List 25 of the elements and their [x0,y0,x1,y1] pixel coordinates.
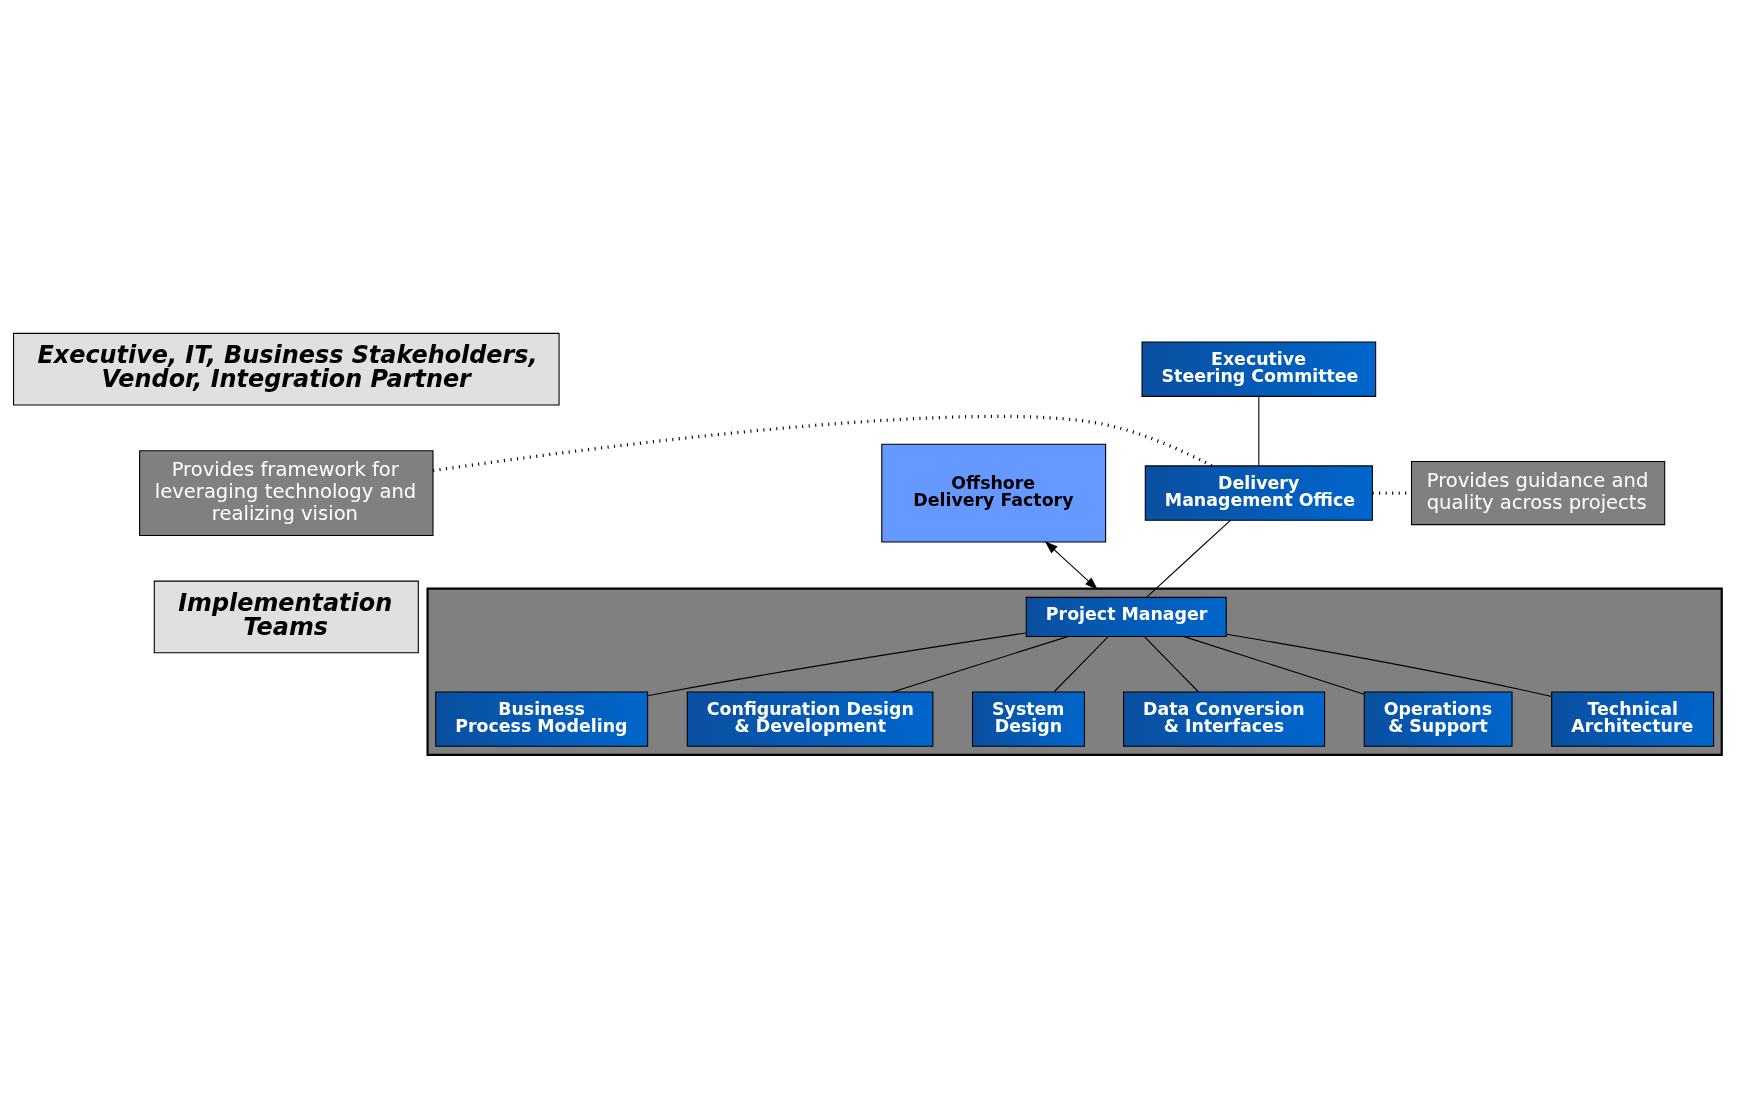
connector [1183,636,1365,695]
cluster [426,587,1723,757]
connector [1143,636,1199,693]
node-box: Executive, IT, Business Stakeholders, Vendor, Integration Partner [12,332,560,406]
node-box: Delivery Management Office [1144,465,1373,521]
node-box: Executive Steering Committee [1141,341,1376,397]
connector [1053,636,1108,693]
node-box: Project Manager [1025,596,1227,638]
node-box: System Design [971,691,1085,747]
connector [432,414,1212,473]
connector [1257,395,1259,467]
node-box: Technical Architecture [1550,691,1714,747]
node-box: Provides framework for leveraging technology and realizing vision [138,450,434,536]
node-box: Provides guidance and quality across projects [1410,461,1665,526]
node-box: Implementation Teams [153,580,419,654]
connector [1225,633,1552,698]
connector [646,632,1026,697]
arrow [1044,541,1098,590]
node-box: Offshore Delivery Factory [880,443,1106,543]
node-box: Data Conversion & Interfaces [1122,691,1325,747]
connector [1145,519,1231,598]
node-box: Operations & Support [1363,691,1513,747]
node-box: Configuration Design & Development [686,691,933,747]
node-box: Business Process Modeling [434,691,648,747]
connector [891,636,1068,693]
